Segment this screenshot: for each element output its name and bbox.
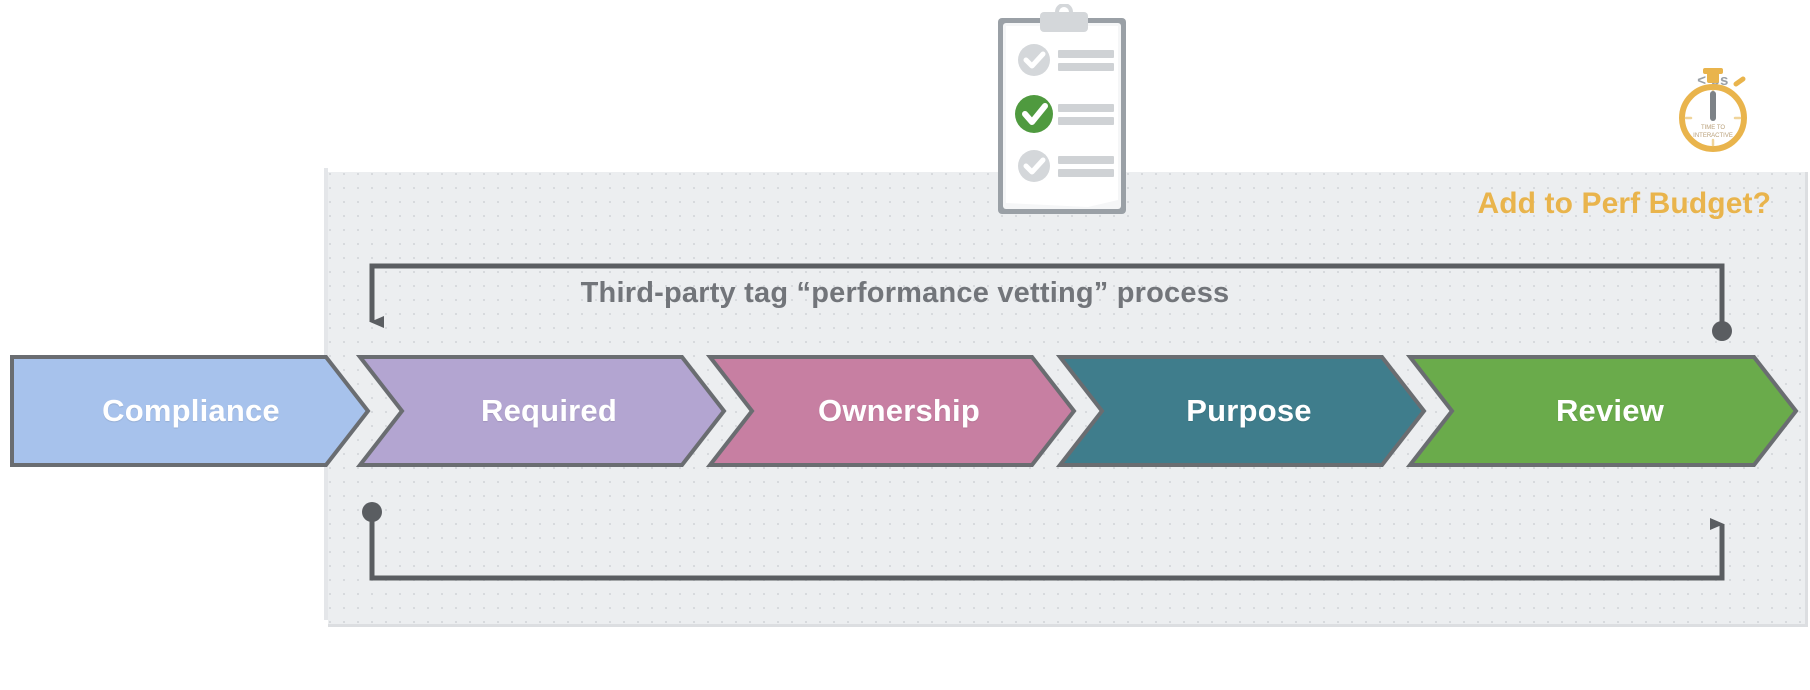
step-purpose[interactable]: Purpose: [1058, 355, 1426, 467]
stopwatch-icon: TIME TO INTERACTIVE: [1679, 68, 1747, 152]
process-steps: Compliance Required Ownership Purpose Re…: [0, 355, 1810, 467]
check-mark-icon: [1023, 157, 1046, 175]
clipboard-clip: [1040, 12, 1088, 32]
clipboard-clip-ring: [1055, 4, 1073, 21]
stopwatch-dial-label-1: TIME TO: [1701, 125, 1725, 131]
stopwatch-pivot: [1710, 115, 1716, 121]
text-line: [1058, 169, 1114, 177]
step-label-purpose: Purpose: [1186, 393, 1312, 428]
clipboard-item-1: [1018, 44, 1114, 76]
stopwatch-dial-label-2: INTERACTIVE: [1693, 133, 1733, 139]
step-ownership[interactable]: Ownership: [708, 355, 1076, 467]
check-mark-icon: [1023, 51, 1046, 69]
step-label-ownership: Ownership: [818, 393, 980, 428]
step-review[interactable]: Review: [1408, 355, 1798, 467]
text-line: [1058, 156, 1114, 164]
process-title: Third-party tag “performance vetting” pr…: [580, 277, 1230, 309]
text-line: [1058, 63, 1114, 71]
step-label-review: Review: [1555, 393, 1665, 428]
checklist-clipboard-icon: [998, 4, 1126, 214]
stopwatch-side-button: [1733, 76, 1746, 87]
text-line: [1058, 104, 1114, 112]
step-label-required: Required: [481, 393, 617, 428]
stopwatch-crown: [1703, 68, 1723, 74]
text-line: [1058, 117, 1114, 125]
check-circle-icon: [1018, 44, 1050, 76]
panel-heading: Add to Perf Budget?: [1477, 187, 1771, 220]
step-label-compliance: Compliance: [102, 393, 280, 428]
step-required[interactable]: Required: [358, 355, 726, 467]
text-line: [1058, 50, 1114, 58]
clipboard-item-2-active: [1015, 95, 1114, 133]
step-compliance[interactable]: Compliance: [12, 355, 370, 467]
clipboard-item-3: [1018, 150, 1114, 182]
check-circle-icon: [1018, 150, 1050, 182]
check-circle-icon: [1015, 95, 1053, 133]
check-mark-icon: [1022, 103, 1048, 125]
